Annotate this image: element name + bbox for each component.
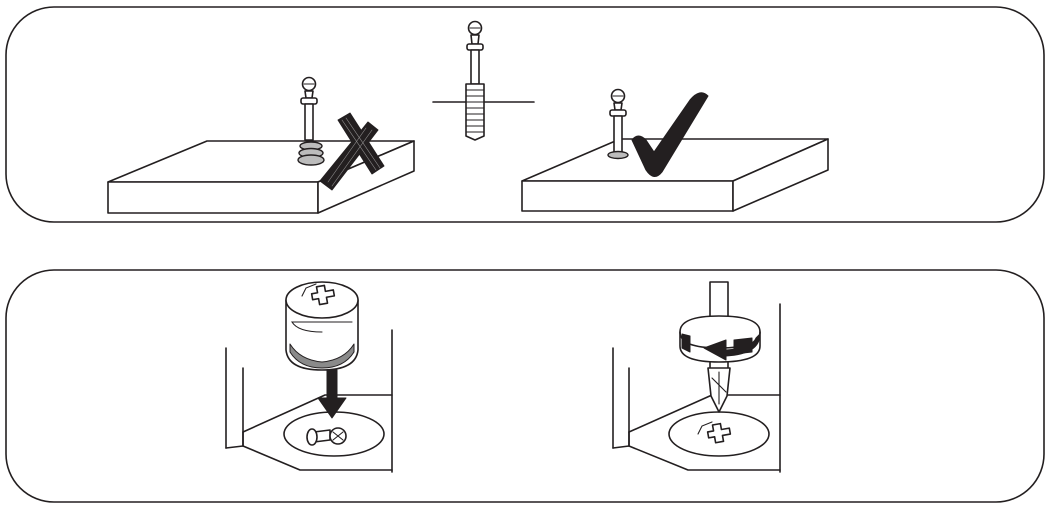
- dowel-collar: [466, 43, 484, 51]
- panel-frame: [5, 6, 1045, 223]
- cross-slot-icon: [301, 283, 336, 306]
- dowel-collar: [300, 97, 318, 105]
- board-wrong: [107, 140, 415, 214]
- cam-fitting: [285, 281, 359, 371]
- rotate-arrow-icon: [679, 315, 761, 363]
- dowel-shaft: [470, 49, 480, 85]
- panel-frame: [5, 269, 1045, 503]
- dowel-upright-correct: [607, 88, 629, 160]
- board-front: [107, 181, 319, 214]
- cross-mark-icon: [319, 112, 385, 191]
- panel-step-cam-lock: [5, 269, 1045, 503]
- cross-slot-icon: [697, 421, 732, 444]
- dowel-in-bore: [306, 427, 347, 446]
- board-correct: [521, 138, 829, 212]
- board-side: [732, 138, 829, 212]
- check-mark-icon: [631, 92, 709, 177]
- cam-lock-tighten: [612, 281, 781, 473]
- down-arrow-icon: [317, 369, 347, 419]
- dowel-tilted-wrong: [297, 76, 325, 166]
- dowel-neck: [470, 34, 480, 45]
- dowel-shaft: [304, 103, 314, 141]
- dowel-shaft: [613, 115, 623, 153]
- dowel-collar: [609, 109, 627, 117]
- board-side: [317, 140, 415, 214]
- dowel-reference: [432, 20, 535, 141]
- panel-step-dowel: [5, 6, 1045, 223]
- board-front: [521, 180, 734, 212]
- cam-lock-insert: [225, 281, 393, 473]
- dowel-thread-ring: [607, 150, 629, 160]
